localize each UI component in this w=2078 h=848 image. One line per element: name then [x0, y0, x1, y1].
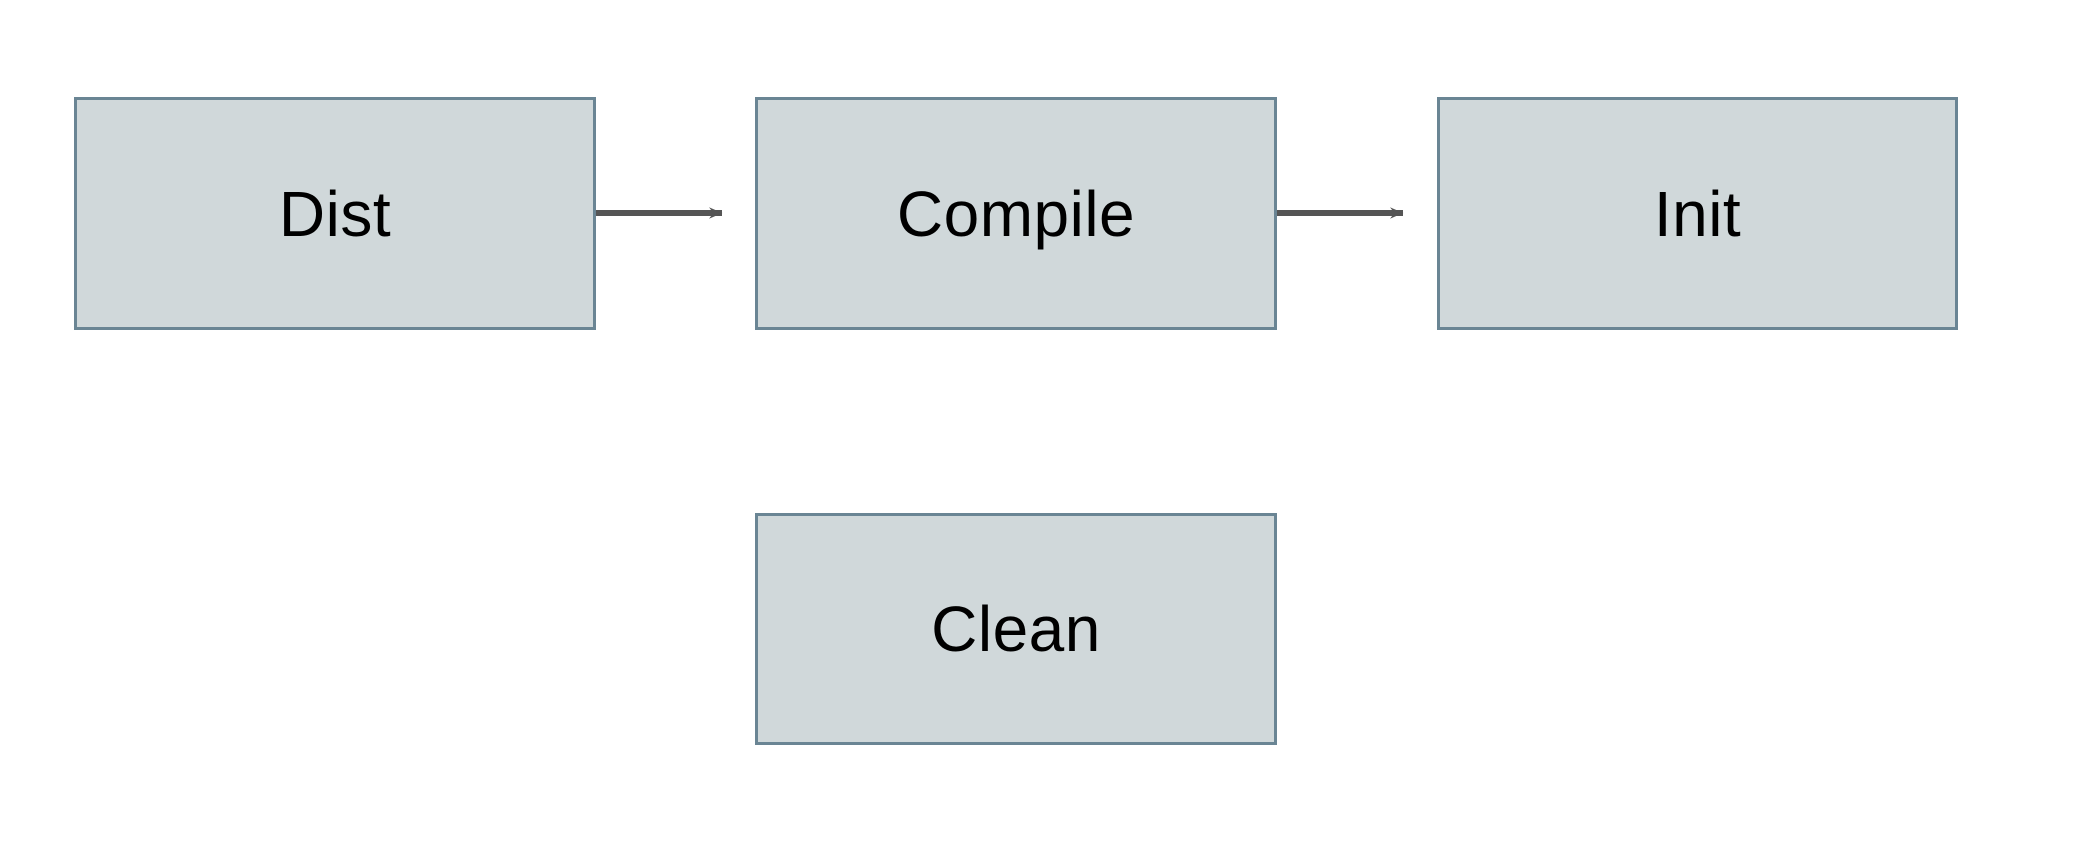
- node-init-label: Init: [1653, 177, 1742, 250]
- node-clean[interactable]: Clean: [755, 513, 1277, 745]
- node-clean-label: Clean: [931, 593, 1101, 665]
- node-compile-label: Compile: [896, 177, 1136, 250]
- node-compile[interactable]: Compile: [755, 97, 1277, 330]
- node-init[interactable]: Init: [1437, 97, 1958, 330]
- node-dist[interactable]: Dist: [74, 97, 596, 330]
- node-dist-label: Dist: [278, 177, 392, 250]
